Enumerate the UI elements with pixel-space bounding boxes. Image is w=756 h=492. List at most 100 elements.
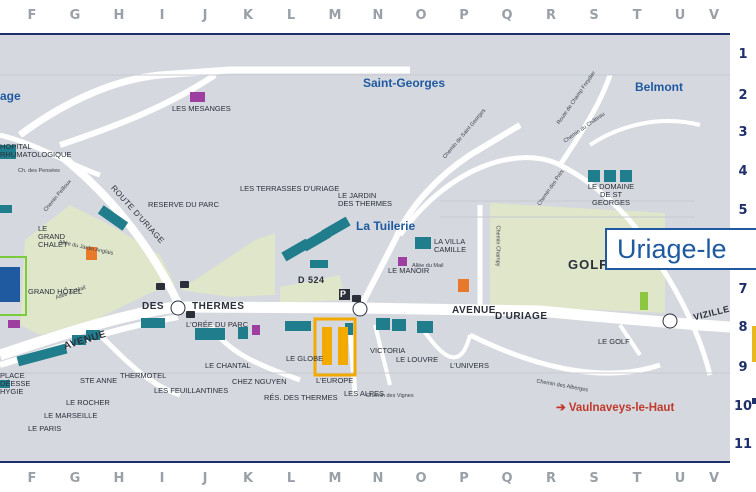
label-le-louvre: LE LOUVRE xyxy=(396,355,439,364)
place-uriage-left: age xyxy=(0,89,21,103)
label-oree-parc: L'ORÉE DU PARC xyxy=(186,320,249,329)
road-to-golf xyxy=(618,323,642,357)
road-loop-north xyxy=(397,155,663,267)
grid-number: 1 xyxy=(738,47,748,62)
roundabout-icon xyxy=(170,300,186,316)
road-hospital xyxy=(0,132,101,178)
grid-letter: H xyxy=(113,8,125,23)
label-jardin-thermes: LE JARDIN DES THERMES xyxy=(338,191,393,208)
grid-letter: F xyxy=(27,471,37,486)
grid-number: 5 xyxy=(738,203,748,218)
map-drawing xyxy=(0,66,730,398)
buildings xyxy=(0,145,632,388)
grid-letter: O xyxy=(415,8,427,23)
street-des: DES xyxy=(142,301,165,312)
label-ste-anne: STE ANNE xyxy=(80,376,118,385)
place-la-tuilerie: La Tuilerie xyxy=(356,219,416,233)
parking-letter: P xyxy=(340,289,347,299)
road-freydier xyxy=(557,74,613,167)
title-panel: Uriage-le xyxy=(605,228,756,270)
grid-number: 7 xyxy=(738,282,748,297)
label-place-deesse: PLACE DÉESSE HYGIE xyxy=(0,371,31,396)
grid-letter: M xyxy=(328,8,342,23)
label-le-rocher: LE ROCHER xyxy=(66,398,110,407)
label-grand-hotel: GRAND HÔTEL xyxy=(28,287,83,296)
label-le-golf: LE GOLF xyxy=(598,337,630,346)
label-le-marseille: LE MARSEILLE xyxy=(44,411,98,420)
grid-number: 9 xyxy=(738,360,748,375)
grid-letter: N xyxy=(372,471,384,486)
grid-letter: P xyxy=(459,471,469,486)
label-l-univers: L'UNIVERS xyxy=(450,361,489,370)
label-grand-chalet: LE GRAND CHALET xyxy=(38,224,68,249)
navy-edge-strip xyxy=(752,398,756,404)
grid-letter: U xyxy=(674,471,686,486)
road-alberges xyxy=(468,332,661,376)
grid-letter: G xyxy=(69,8,81,23)
street-d-uriage: D'URIAGE xyxy=(495,311,548,322)
grid-letter: Q xyxy=(501,8,513,23)
grid-letter: I xyxy=(159,471,165,486)
place-belmont: Belmont xyxy=(635,80,683,94)
grid-letter: L xyxy=(286,471,296,486)
park-thermes xyxy=(280,275,345,303)
street-chemin-champy: Chemin Champy xyxy=(494,225,501,267)
hospital-building xyxy=(0,267,20,302)
label-les-alpes: LES ALPES xyxy=(344,389,385,398)
grid-letter: J xyxy=(202,471,208,486)
road-les-alpes xyxy=(347,324,358,396)
grid-number: 8 xyxy=(738,320,748,335)
roundabout-icon xyxy=(352,301,368,317)
label-rhumatologique: RHUMATOLOGIQUE xyxy=(0,150,72,159)
grid-letter: N xyxy=(372,8,384,23)
grid-letter: Q xyxy=(501,471,513,486)
grid-letter: O xyxy=(415,471,427,486)
label-le-globe: LE GLOBE xyxy=(286,354,324,363)
street-thermes: THERMES xyxy=(192,301,245,312)
grid-letter: T xyxy=(632,8,642,23)
park-left xyxy=(20,205,175,335)
grid-number: 2 xyxy=(738,88,748,103)
grid-letter: V xyxy=(708,8,720,23)
label-les-mesanges: LES MESANGES xyxy=(172,104,231,113)
label-villa-camille: LA VILLA CAMILLE xyxy=(434,237,467,254)
label-reserve-parc: RESERVE DU PARC xyxy=(148,200,219,209)
grid-letter: R xyxy=(545,8,556,23)
street-chemin-vignes: Chemin des Vignes xyxy=(366,393,414,399)
label-le-paris: LE PARIS xyxy=(28,424,62,433)
park-center xyxy=(180,233,275,297)
grid-letter: K xyxy=(242,471,254,486)
road-st-georges xyxy=(357,122,522,310)
grid-letter: T xyxy=(632,471,642,486)
place-saint-georges: Saint-Georges xyxy=(363,76,446,90)
road-upper-curve xyxy=(59,72,217,148)
info-building-icon xyxy=(86,247,469,292)
grid-letter: F xyxy=(27,8,37,23)
map-title: Uriage-le xyxy=(617,234,727,264)
road-south-left xyxy=(98,333,181,398)
street-avenue-right: AVENUE xyxy=(452,305,496,316)
grid-letter: H xyxy=(113,471,125,486)
road-vignes xyxy=(373,324,392,386)
street-chemin-pensees: Ch. des Pensées xyxy=(18,168,60,174)
yellow-edge-strip xyxy=(752,326,756,362)
label-thermotel: THERMOTEL xyxy=(120,371,167,380)
grid-number: 4 xyxy=(738,164,748,179)
grid-letter: P xyxy=(459,8,469,23)
grid-letter: S xyxy=(589,471,599,486)
grid-letter: J xyxy=(202,8,208,23)
bus-icon xyxy=(156,281,361,318)
golf-label: GOLF xyxy=(568,257,609,272)
label-l-europe: L'EUROPE xyxy=(316,376,354,385)
grid-letter: K xyxy=(242,8,254,23)
road-east xyxy=(657,263,713,376)
hospital-highlight xyxy=(0,256,27,316)
label-le-manoir: LE MANOIR xyxy=(388,266,430,275)
grid-letter: M xyxy=(328,471,342,486)
l-europe-highlight xyxy=(313,317,357,377)
direction-vaulnaveys: ➔ Vaulnaveys-le-Haut xyxy=(556,402,675,414)
grid-letter: R xyxy=(545,471,556,486)
label-victoria: VICTORIA xyxy=(370,346,406,355)
road-chateau xyxy=(588,119,701,147)
roundabout-icon xyxy=(662,313,678,329)
